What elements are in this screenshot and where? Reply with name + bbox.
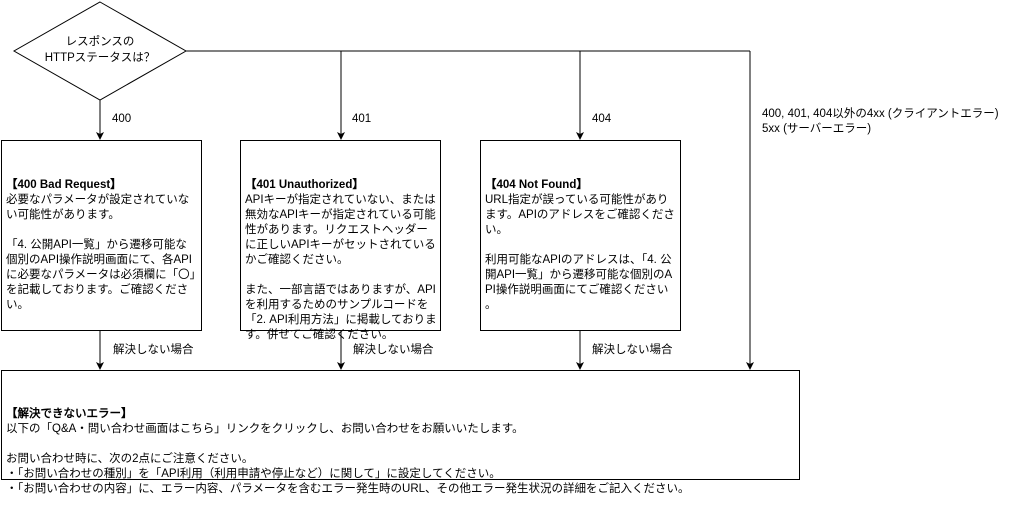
edge-label-unresolved-404: 解決しない場合 [592, 344, 673, 356]
box-final-frame [1, 370, 800, 480]
flow-connectors [1, 1, 800, 480]
box-401-title: 【401 Unauthorized】 [245, 179, 364, 191]
box-400-bad-request: 【400 Bad Request】必要なパラメータが設定されていない可能性があり… [2, 141, 201, 330]
box-401-body: APIキーが指定されていない、または無効なAPIキーが指定されている可能性があり… [245, 194, 437, 341]
edge-label-401: 401 [352, 113, 372, 125]
box-final-title: 【解決できないエラー】 [6, 408, 133, 420]
box-404-body: URL指定が誤っている可能性があります。APIのアドレスをご確認ください。 利用… [485, 194, 675, 311]
edge-label-other-1: 400, 401, 404以外の4xx (クライアントエラー) [762, 108, 999, 120]
edge-label-404: 404 [592, 113, 612, 125]
box-401-frame [240, 140, 441, 331]
edge-label-unresolved-401: 解決しない場合 [353, 344, 434, 356]
box-404-not-found: 【404 Not Found】 URL指定が誤っている可能性があります。APIのア… [481, 141, 680, 330]
box-unresolved-error: 【解決できないエラー】以下の「Q&A・問い合わせ画面はこちら」リンクをクリックし… [2, 371, 799, 495]
box-401-unauthorized: 【401 Unauthorized】 APIキーが指定されていない、または無効なA… [241, 141, 440, 341]
box-400-title: 【400 Bad Request】 [6, 179, 122, 191]
box-400-body: 必要なパラメータが設定されていない可能性があります。 「4. 公開API一覧」か… [6, 194, 196, 311]
edge-label-unresolved-400: 解決しない場合 [113, 344, 194, 356]
box-final-body: 以下の「Q&A・問い合わせ画面はこちら」リンクをクリックし、お問い合わせをお願い… [6, 423, 690, 495]
box-404-title: 【404 Not Found】 [485, 179, 588, 191]
edge-label-other-2: 5xx (サーバーエラー) [762, 123, 872, 135]
edge-label-400: 400 [112, 113, 132, 125]
decision-label: レスポンスの HTTPステータスは？ [44, 36, 156, 64]
box-404-frame [480, 140, 681, 331]
box-400-frame [1, 140, 202, 331]
